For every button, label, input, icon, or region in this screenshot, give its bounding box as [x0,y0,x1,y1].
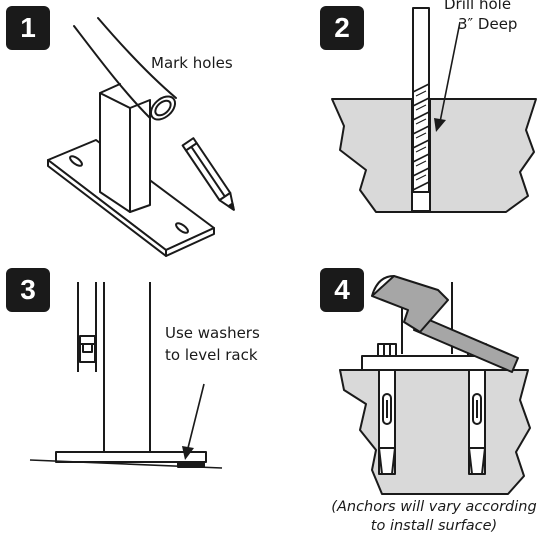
step-badge-4: 4 [320,268,364,312]
step3-illustration [29,282,223,469]
drill-bit-icon [412,7,430,193]
level-base-plate [55,451,207,463]
step2-label-line2: 3″ Deep [458,15,518,33]
step1-label: Mark holes [151,54,233,72]
step4-caption-line1: (Anchors will vary according [331,499,537,515]
anchor-bolt-icon [378,369,486,475]
concrete-block [331,98,537,213]
clip-bracket [79,335,96,363]
hammer-icon [371,275,519,373]
pencil-icon [181,137,235,211]
step-badge-2: 2 [320,6,364,50]
concrete-block-step4 [339,369,531,495]
depth-pointer [439,21,461,123]
step4-caption-line2: to install surface) [370,518,498,534]
floor-line [29,459,223,469]
step2-illustration [331,7,537,213]
step4-illustration [339,275,531,495]
step2-label-line1: Drill hole [444,0,512,13]
step3-label-line2: to level rack [165,346,258,364]
step3-label-line1: Use washers [165,324,260,342]
upright-post [99,83,151,213]
step1-illustration [47,17,235,257]
curved-tube [73,17,177,121]
step-badge-1: 1 [6,6,50,50]
step-badge-3: 3 [6,268,50,312]
